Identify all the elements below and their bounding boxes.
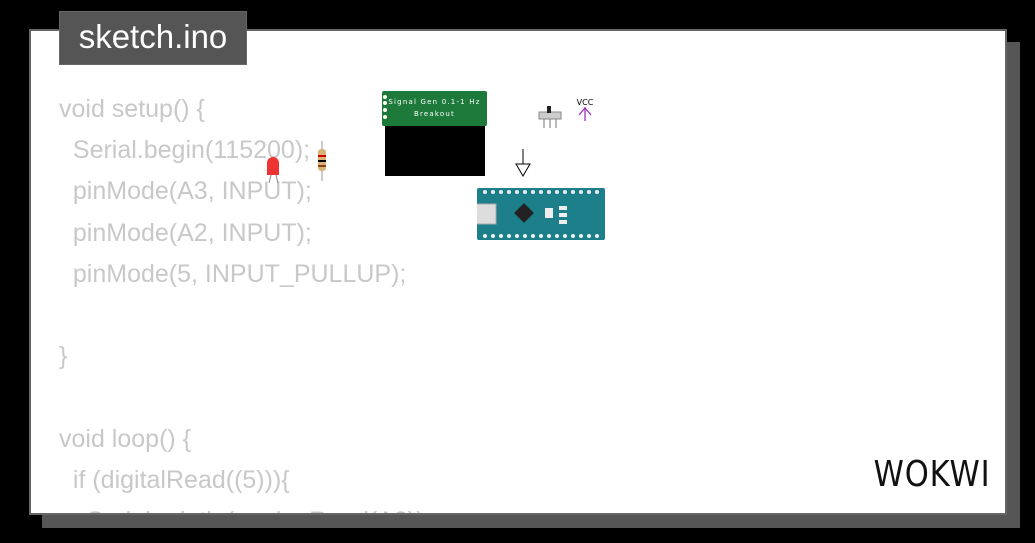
arduino-nano-board (473, 188, 605, 240)
preview-card: void setup() { Serial.begin(115200); pin… (29, 29, 1007, 515)
resistor-icon (318, 141, 326, 181)
file-tab-title: sketch.ino (59, 11, 247, 65)
slide-switch-icon (538, 106, 562, 128)
led-icon (267, 157, 279, 184)
arduino-nano-icon (473, 190, 599, 238)
ground-icon (515, 149, 531, 177)
signal-gen-pins-icon (383, 95, 387, 119)
vcc-label: VCC (577, 98, 594, 107)
code-line: } (59, 342, 68, 371)
code-line: if (digitalRead((5))){ (59, 465, 290, 494)
code-line: void setup() { (59, 95, 205, 123)
signal-generator-display (385, 126, 485, 176)
circuit-parts: VCC (267, 95, 594, 184)
code-line: void loop() { (59, 424, 192, 453)
code-line: pinMode(5, INPUT_PULLUP); (59, 259, 407, 288)
wokwi-logo: WOKWI (873, 454, 990, 495)
code-line: Serial.println(analogRead(A3)); (59, 501, 432, 513)
code-line: pinMode(A2, INPUT); (59, 218, 312, 247)
signal-generator: Signal Gen 0.1-1 Hz Breakout (382, 91, 487, 126)
code-line: pinMode(A3, INPUT); (59, 177, 312, 206)
signal-gen-sublabel: Breakout (414, 110, 455, 118)
signal-gen-label: Signal Gen 0.1-1 Hz (388, 98, 481, 106)
code-listing: void setup() { Serial.begin(115200); pin… (59, 89, 432, 513)
vcc-icon: VCC (577, 98, 594, 121)
